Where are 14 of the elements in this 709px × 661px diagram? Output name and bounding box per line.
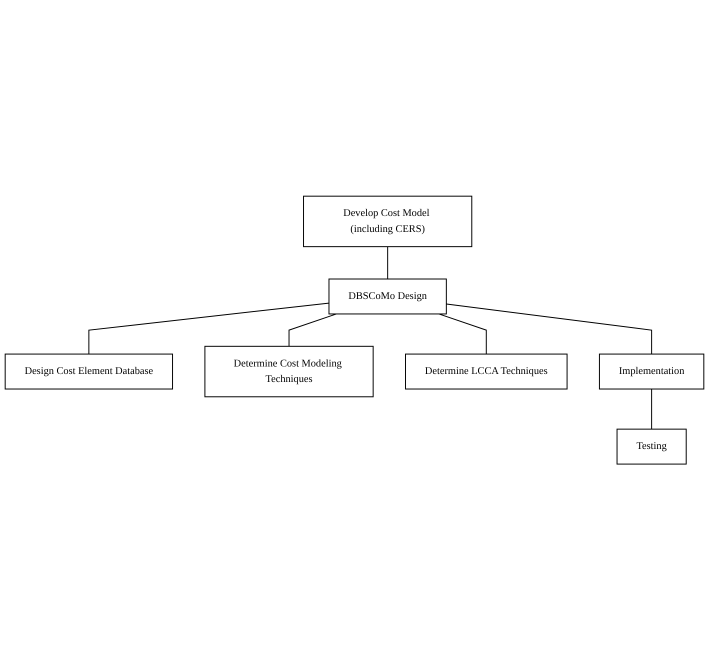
node-box [204,346,374,398]
connector [438,314,487,355]
node-box [405,354,568,390]
node-box [598,354,704,390]
node-box [303,196,472,248]
connector [387,246,388,280]
node-box [616,429,687,465]
node-box [328,278,447,315]
node-box [4,354,174,390]
connector [446,304,652,355]
connector [651,388,652,430]
flowchart-drawing: Develop Cost Model (including CERS) DBSCoMo Design Design Cost Element Database Determine Cost Modeling Techniques Determine LCCA Techniques Implementation Testing [0,191,709,470]
connector [88,302,330,355]
connector [288,314,337,348]
